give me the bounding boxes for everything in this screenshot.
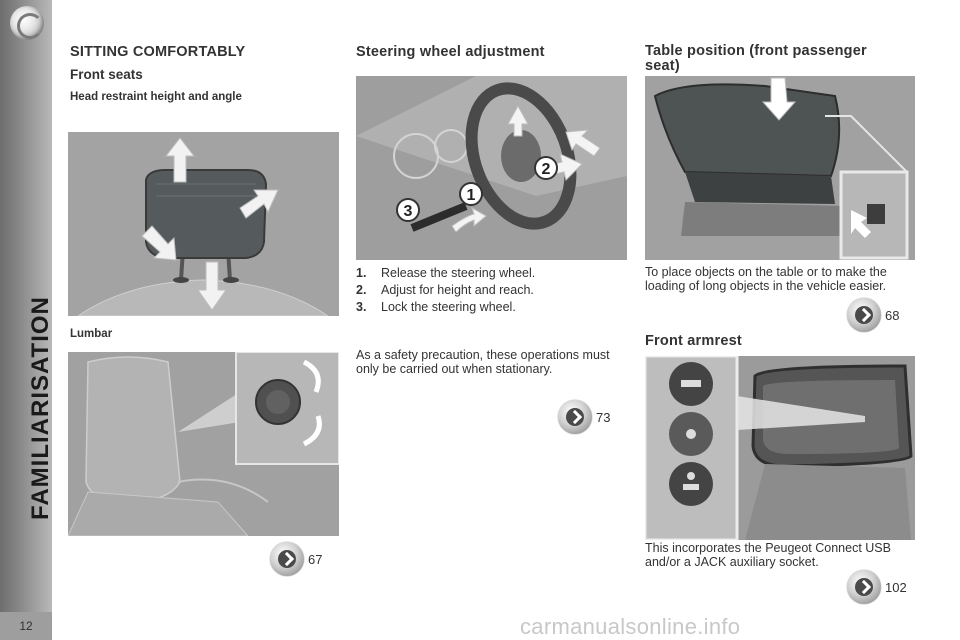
side-strip [0,0,52,640]
section-title-vertical: FAMILIARISATION [27,296,54,520]
steering-wheel-title: Steering wheel adjustment [356,44,545,60]
arrow-circle-icon [847,298,881,332]
page-title: SITTING COMFORTABLY [70,44,246,60]
armrest-text: This incorporates the Peugeot Connect US… [645,541,891,569]
callout-3: 3 [404,203,413,220]
lumbar-illustration [68,352,339,536]
reference-73[interactable]: 73 [558,400,610,434]
head-restraint-heading: Head restraint height and angle [70,91,242,103]
reference-68[interactable]: 68 [847,298,899,332]
arrow-circle-icon [270,542,304,576]
watermark: carmanualsonline.info [520,614,741,639]
page-number: 12 [0,612,52,640]
front-seats-heading: Front seats [70,67,143,82]
corner-circle-icon [10,6,44,40]
step-item: 1.Release the steering wheel. [356,266,536,280]
head-restraint-illustration [68,132,339,316]
table-position-illustration [645,76,915,260]
callout-2: 2 [542,161,551,178]
step-item: 2.Adjust for height and reach. [356,283,534,297]
reference-102[interactable]: 102 [847,570,907,604]
arrow-circle-icon [558,400,592,434]
arrow-circle-icon [847,570,881,604]
table-text: To place objects on the table or to make… [645,265,887,293]
armrest-illustration [645,356,915,540]
callout-1: 1 [467,187,476,204]
reference-67[interactable]: 67 [270,542,322,576]
table-position-title: Table position (front passenger seat) [645,43,867,74]
safety-note: As a safety precaution, these operations… [356,348,610,376]
steering-wheel-illustration: 1 2 3 [356,76,627,260]
lumbar-heading: Lumbar [70,328,113,340]
front-armrest-title: Front armrest [645,333,742,349]
steps-list: 1.Release the steering wheel. 2.Adjust f… [356,266,535,317]
step-item: 3.Lock the steering wheel. [356,300,516,314]
